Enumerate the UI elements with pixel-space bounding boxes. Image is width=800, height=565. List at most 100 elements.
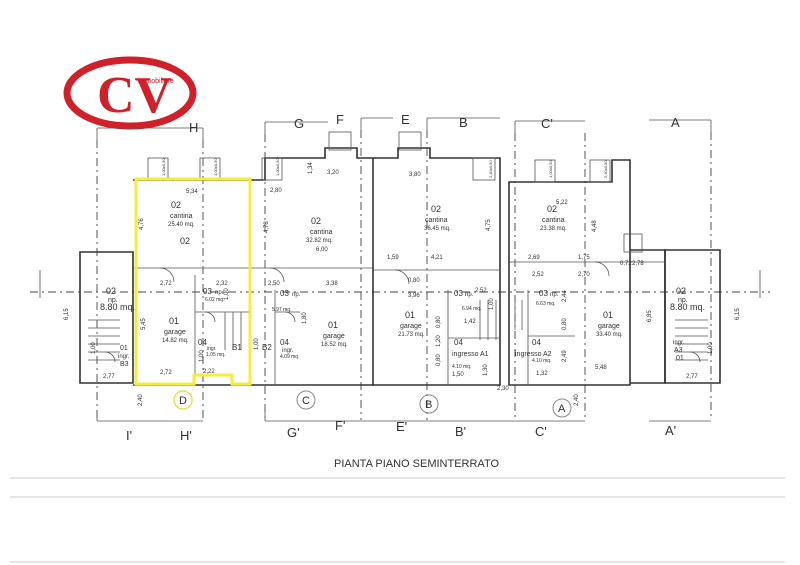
axis-label-bottom: G' <box>287 425 300 440</box>
room-area: 6.94 mq. <box>462 306 481 312</box>
room-number: 02 <box>676 286 686 296</box>
room-number: 02 <box>171 200 181 210</box>
room-area: 4.10 mq. <box>532 358 551 364</box>
dimension: 1,20 <box>436 335 442 347</box>
axis-label-bottom: C' <box>535 424 547 439</box>
room-area: 6.02 mq. <box>205 297 224 303</box>
logo-letters: CV <box>97 67 172 124</box>
dimension: 1,59 <box>387 255 399 261</box>
room-area: 25.40 mq. <box>168 222 195 228</box>
room-number: 03 <box>280 289 289 298</box>
highlighted-unit <box>134 177 252 386</box>
dimension-labels: 5,34 4,76 2,72 2,32 5,45 2,72 2,22 2,77 … <box>64 162 741 406</box>
dimension: 2,32 <box>216 281 228 287</box>
dimension: 1,00 <box>708 342 714 354</box>
dimension: 0,72 <box>620 261 632 267</box>
room-number: 04 <box>454 338 463 347</box>
top-axes: H G F E B C' A <box>96 112 712 140</box>
room-area: 4.09 mq. <box>280 354 299 360</box>
axis-label-top: G <box>294 116 304 131</box>
room-name: np. <box>465 292 474 298</box>
room-name: np. <box>678 297 688 304</box>
room-area: 1.05 mq. <box>206 352 225 358</box>
room-name: ingr. <box>207 346 216 352</box>
dimension: 2,69 <box>528 255 540 261</box>
dimension: 3,20 <box>327 170 339 176</box>
unit-marker: B <box>425 399 432 411</box>
room-name: np. <box>108 297 118 304</box>
bottom-axes: I' H' G' F' E' B' C' A' <box>96 412 711 443</box>
dimension: 1,00 <box>489 298 495 310</box>
dimension: 0,80 <box>408 278 420 284</box>
room-area: 36.45 mq. <box>424 226 451 232</box>
room-number: 02 <box>547 204 557 214</box>
dimension: 3,80 <box>409 172 421 178</box>
room-area: 14.82 mq. <box>162 338 189 344</box>
axis-label-bottom: A' <box>665 423 676 438</box>
dimension: 1,00 <box>91 342 97 354</box>
room-area: 4.10 mq. <box>452 364 471 370</box>
room-number: 01 <box>169 316 179 326</box>
window-label: 1,00x0,50 <box>275 158 280 176</box>
window-label: 2,40x0,50 <box>488 160 493 178</box>
window-label: 1,00x0,50 <box>213 158 218 176</box>
window-label: 1,00x0,50 <box>161 158 166 176</box>
room-number: 01 <box>405 310 415 320</box>
dimension: 2,40 <box>574 394 580 406</box>
dimension: 1,30 <box>483 364 489 376</box>
room-area: 5.97 mq. <box>272 307 291 313</box>
dimension: 1,42 <box>464 319 476 325</box>
room-name: garage <box>164 329 186 336</box>
dimension: 4,78 <box>264 221 270 233</box>
plan-title: PIANTA PIANO SEMINTERRATO <box>334 458 499 470</box>
dimension: 2,70 <box>578 272 590 278</box>
room-area: 33.40 mq. <box>596 332 623 338</box>
dimension: 1,34 <box>308 162 314 174</box>
dimension: 4,76 <box>139 218 145 230</box>
axis-label-top: C' <box>541 116 553 131</box>
room-number: 02 <box>311 216 321 226</box>
window-label: 1,00x0,50 <box>548 160 553 178</box>
dimension: 2,30 <box>497 386 509 392</box>
company-logo: CV immobiliare <box>63 56 197 130</box>
unit-marker-circle <box>552 398 572 418</box>
room-name: np. <box>215 290 224 296</box>
room-name: ingresso A2 <box>515 351 552 358</box>
unit-markers: D C B A <box>173 390 572 418</box>
logo-ring <box>63 56 197 130</box>
dimension: 2,50 <box>268 281 280 287</box>
unit-marker-circle <box>419 394 439 414</box>
dimension: 2,40 <box>138 394 144 406</box>
room-name: ingr. <box>673 340 685 346</box>
room-area: 18.52 mq. <box>321 342 348 348</box>
dimension: 0,80 <box>436 354 442 366</box>
dimension: 5,34 <box>186 189 198 195</box>
room-name: ingr. <box>282 348 294 354</box>
dimension: 1,50 <box>452 372 464 378</box>
axis-label-bottom: F' <box>335 418 345 433</box>
dimension: 6,85 <box>647 310 653 322</box>
dimension: 6,15 <box>735 308 741 320</box>
axis-lines <box>96 130 712 420</box>
dimension: 2,80 <box>270 188 282 194</box>
unit-marker: D <box>179 395 187 407</box>
room-name: cantina <box>170 213 193 220</box>
window-labels: 1,00x0,50 1,00x0,50 1,00x0,50 2,40x0,50 … <box>161 158 608 178</box>
building-walls <box>79 131 721 386</box>
room-name: garage <box>400 323 422 330</box>
room-number: 04 <box>198 338 207 347</box>
room-area: 21.73 mq. <box>398 332 425 338</box>
unit-marker-circle <box>173 390 193 410</box>
dimension: 4,21 <box>431 255 443 261</box>
room-name: cantina <box>425 217 448 224</box>
dimension: 2,52 <box>475 288 487 294</box>
dimension: 4,48 <box>592 220 598 232</box>
dimension: 6,00 <box>316 247 328 253</box>
dimension: 2,49 <box>562 350 568 362</box>
unit-marker: A <box>558 403 566 415</box>
dimension: 0,80 <box>436 316 442 328</box>
room-area: 8.80 mq. <box>670 302 705 312</box>
dimension: 2,77 <box>686 374 698 380</box>
room-number: 02 <box>106 286 116 296</box>
